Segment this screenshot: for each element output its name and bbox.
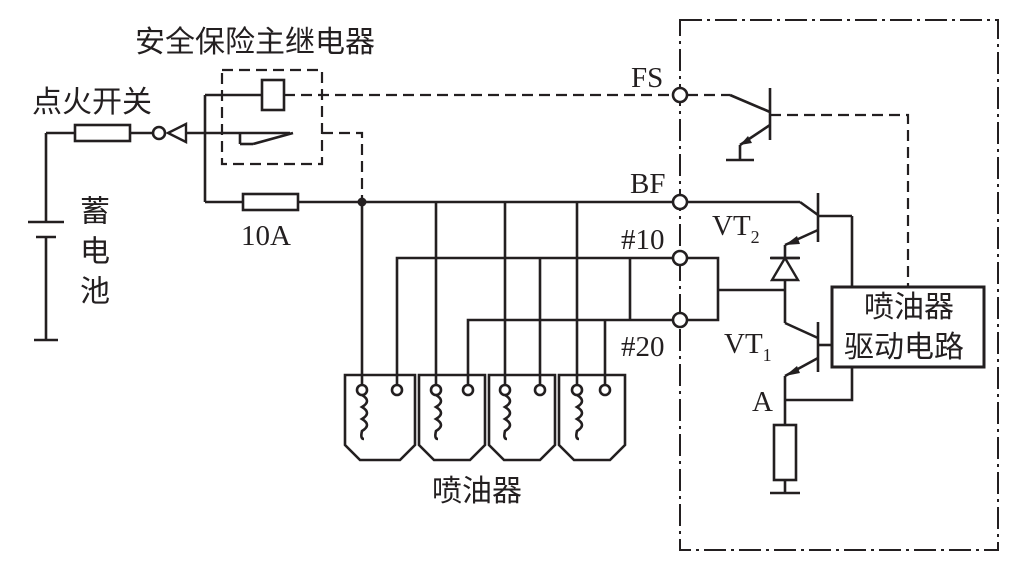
injector-3 [487, 373, 557, 462]
terminal-20-label: #20 [621, 331, 665, 363]
relay-box [220, 68, 324, 166]
injector-4 [557, 373, 627, 462]
terminal-fs [671, 86, 689, 104]
driver-circuit-box [830, 285, 986, 369]
diode [769, 255, 801, 282]
main-fuse [73, 123, 132, 143]
vt1-transistor [783, 321, 832, 425]
vt2-transistor [687, 193, 854, 323]
terminal-10-label: #10 [621, 224, 665, 256]
relay-label: 安全保险主继电器 [135, 25, 375, 60]
injector-1 [343, 373, 417, 462]
relay-contact [252, 131, 294, 146]
fuse-rating-label: 10A [241, 220, 291, 252]
ecu-boundary [679, 19, 999, 551]
ignition-switch-symbol [151, 122, 188, 144]
battery-label: 蓄电池 [74, 195, 109, 315]
node-a-label: A [752, 386, 773, 418]
wire [687, 256, 720, 322]
vt1-label: VT1 [724, 328, 772, 365]
injector-2 [417, 373, 487, 462]
terminal-fs-label: FS [631, 62, 664, 94]
fuse-10a [241, 192, 300, 212]
battery-symbol [28, 133, 64, 342]
wire-10 [395, 256, 674, 385]
terminal-bf-label: BF [630, 168, 666, 200]
relay-coil [260, 78, 286, 112]
relay-output-line [322, 131, 364, 200]
terminal-20 [671, 311, 689, 329]
driver-circuit-label-1: 喷油器 [864, 290, 954, 325]
terminal-bf [671, 193, 689, 211]
vt2-label-base: VT [712, 210, 751, 242]
driver-circuit-label-2: 驱动电路 [844, 330, 964, 365]
ignition-switch-label: 点火开关 [32, 85, 152, 120]
vt1-label-sub: 1 [762, 345, 772, 365]
resistor [772, 423, 798, 482]
vt1-label-base: VT [724, 328, 763, 360]
injectors-label: 喷油器 [432, 474, 522, 509]
fs-transistor [687, 88, 910, 290]
wire [785, 367, 854, 402]
vt2-label: VT2 [712, 210, 760, 247]
terminal-10 [671, 249, 689, 267]
vt2-label-sub: 2 [750, 227, 760, 247]
